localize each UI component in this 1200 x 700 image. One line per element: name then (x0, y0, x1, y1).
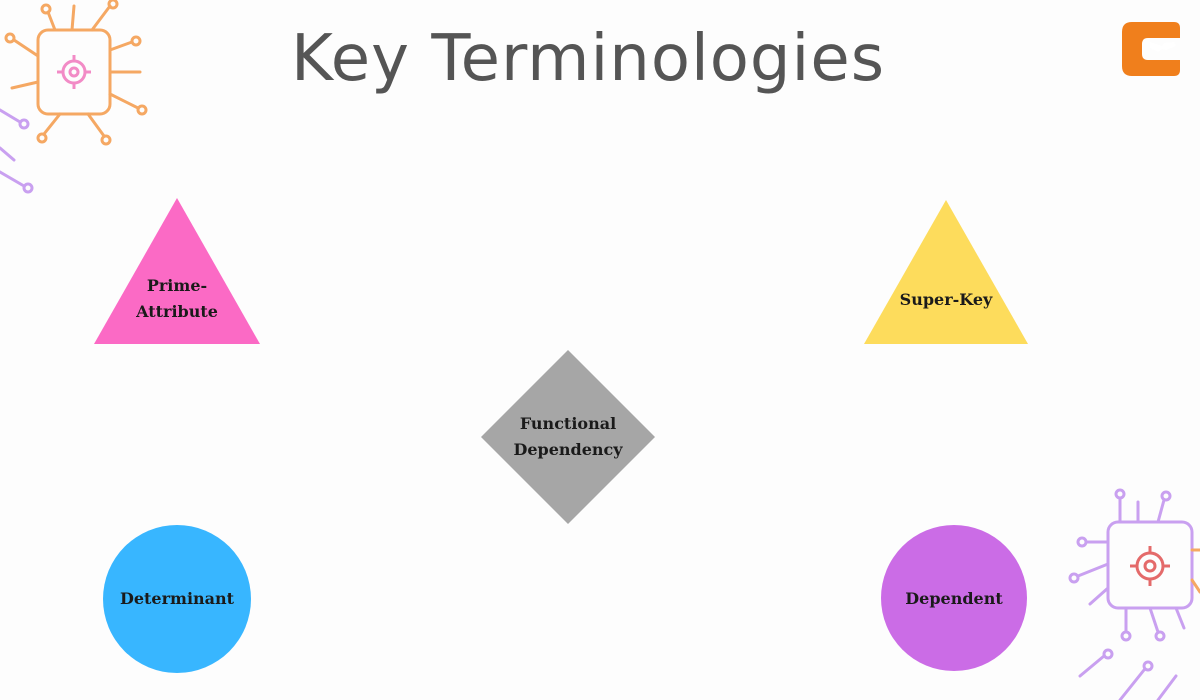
functional-dependency-label-line1: Functional (498, 411, 638, 437)
page-title: Key Terminologies (0, 22, 1176, 96)
logo-c-shape (1122, 22, 1180, 76)
functional-dependency-label-line2: Dependency (498, 437, 638, 463)
functional-dependency-label: Functional Dependency (498, 411, 638, 463)
circuit-chip-decoration-top-left (0, 0, 170, 200)
brand-logo (1118, 16, 1184, 82)
prime-attribute-label-line1: Prime- (117, 273, 237, 299)
dependent-label: Dependent (880, 586, 1028, 612)
super-key-triangle (864, 200, 1028, 344)
super-key-label: Super-Key (876, 287, 1016, 313)
circuit-chip-decoration-bottom-right (1060, 480, 1200, 700)
prime-attribute-label-line2: Attribute (117, 299, 237, 325)
logo-eyes (1150, 42, 1176, 52)
determinant-label: Determinant (102, 586, 252, 612)
prime-attribute-label: Prime- Attribute (117, 273, 237, 325)
